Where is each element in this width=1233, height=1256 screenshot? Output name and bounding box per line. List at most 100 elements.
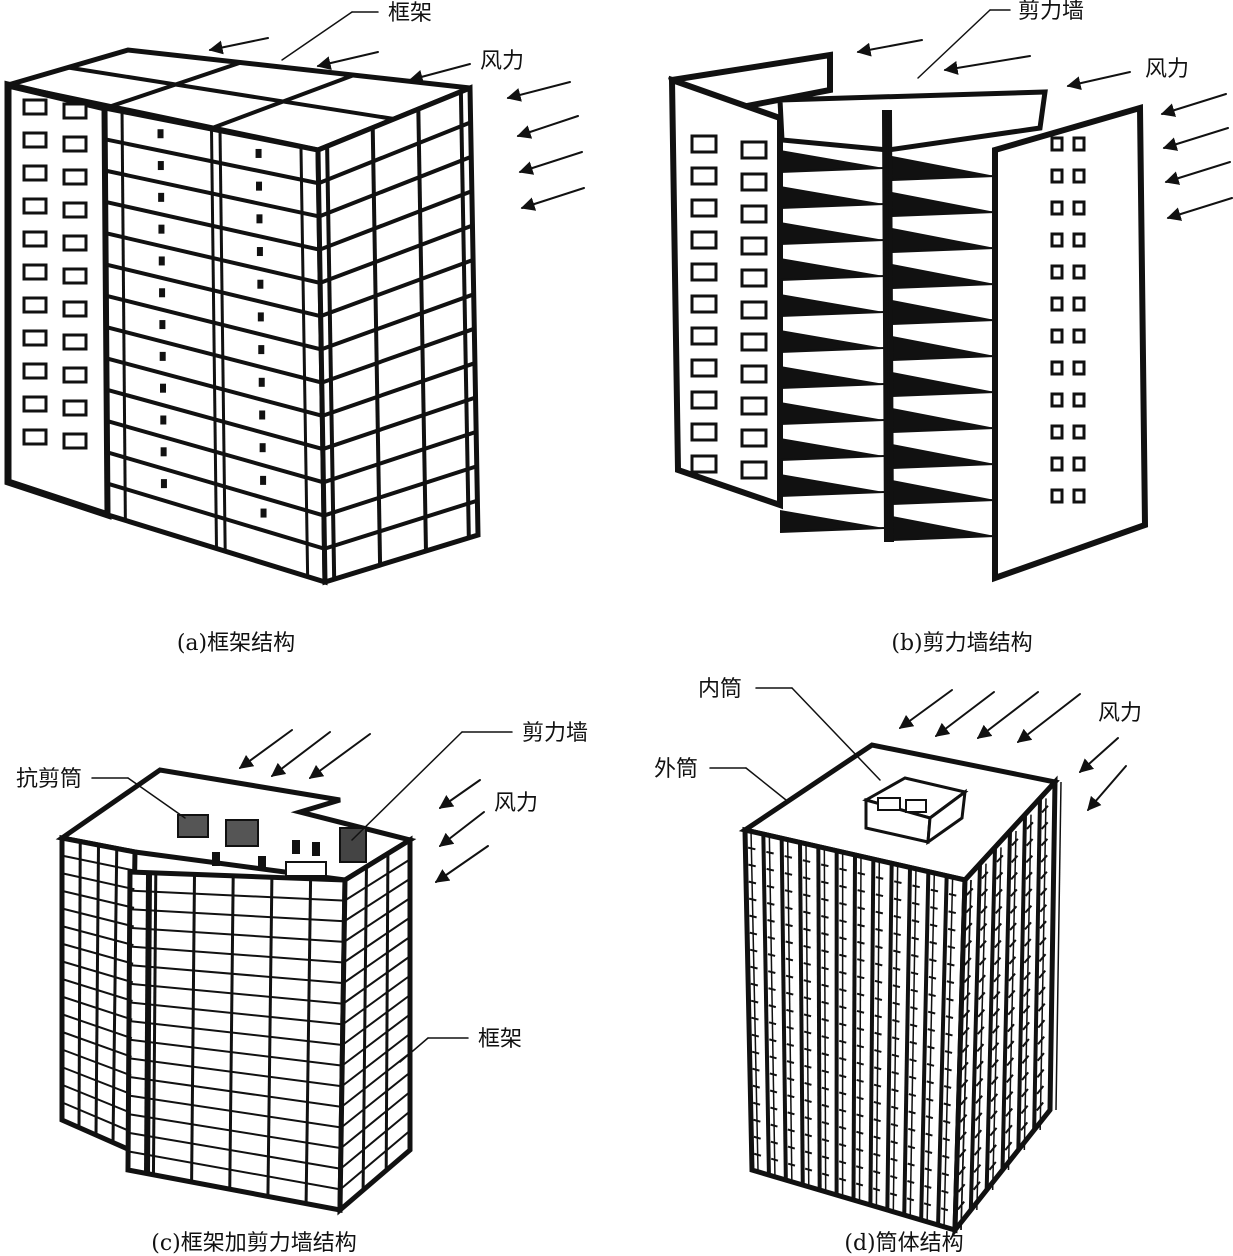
window xyxy=(1072,232,1086,248)
shear-wall-building xyxy=(668,51,1149,583)
panel-c-frame-shear-wall-structure: 剪力墙 抗剪筒 风力 框架 (c)框架加剪力墙结构 xyxy=(16,721,588,1256)
caption-a: (a)框架结构 xyxy=(177,631,295,656)
caption-c: (c)框架加剪力墙结构 xyxy=(151,1231,357,1256)
window xyxy=(690,326,718,346)
window xyxy=(690,358,718,378)
tube-building xyxy=(738,742,1062,1238)
window xyxy=(1072,168,1086,184)
window xyxy=(22,428,48,446)
wind-label: 风力 xyxy=(1145,57,1189,82)
window xyxy=(62,333,88,351)
window xyxy=(62,300,88,318)
window xyxy=(1050,136,1064,152)
caption-d: (d)筒体结构 xyxy=(844,1231,963,1256)
wind-arrows xyxy=(238,729,489,883)
window xyxy=(22,98,48,116)
window xyxy=(740,460,768,480)
window xyxy=(1072,424,1086,440)
window xyxy=(1050,392,1064,408)
window xyxy=(740,332,768,352)
shear-wall-label: 剪力墙 xyxy=(1018,0,1084,24)
window xyxy=(62,135,88,153)
window xyxy=(22,197,48,215)
panel-d-tube-structure: 内筒 外筒 风力 (d)筒体结构 xyxy=(654,677,1142,1256)
window xyxy=(740,428,768,448)
shear-core-box xyxy=(225,819,259,847)
window xyxy=(1050,360,1064,376)
window xyxy=(1050,168,1064,184)
wind-arrows xyxy=(208,37,585,211)
window xyxy=(62,201,88,219)
wind-label: 风力 xyxy=(494,791,538,816)
window xyxy=(1072,488,1086,504)
window xyxy=(22,164,48,182)
window xyxy=(740,396,768,416)
window xyxy=(690,230,718,250)
window xyxy=(740,236,768,256)
wind-arrows xyxy=(898,689,1127,812)
window xyxy=(1050,296,1064,312)
frame-shear-wall-building xyxy=(55,767,417,1216)
window xyxy=(1050,232,1064,248)
window xyxy=(22,395,48,413)
window xyxy=(1050,456,1064,472)
window xyxy=(740,268,768,288)
window xyxy=(62,366,88,384)
window xyxy=(1072,264,1086,280)
window xyxy=(1072,136,1086,152)
window xyxy=(62,102,88,120)
window xyxy=(1072,296,1086,312)
window xyxy=(740,140,768,160)
shear-wall-box xyxy=(339,827,367,863)
window xyxy=(1050,328,1064,344)
window xyxy=(1072,200,1086,216)
window xyxy=(62,399,88,417)
window xyxy=(62,432,88,450)
caption-b: (b)剪力墙结构 xyxy=(891,631,1032,656)
window xyxy=(690,134,718,154)
window xyxy=(1050,200,1064,216)
window xyxy=(690,262,718,282)
window xyxy=(1050,264,1064,280)
inner-tube xyxy=(862,776,969,846)
window xyxy=(22,230,48,248)
frame-label: 框架 xyxy=(388,1,432,26)
window xyxy=(1072,328,1086,344)
window xyxy=(690,198,718,218)
wind-label: 风力 xyxy=(480,49,524,74)
window xyxy=(1072,360,1086,376)
window xyxy=(690,294,718,314)
window xyxy=(1050,424,1064,440)
window xyxy=(22,263,48,281)
window xyxy=(740,364,768,384)
window xyxy=(740,204,768,224)
window xyxy=(62,168,88,186)
window xyxy=(740,300,768,320)
window xyxy=(22,131,48,149)
shear-wall-label: 剪力墙 xyxy=(522,721,588,746)
window xyxy=(1050,488,1064,504)
panel-a-frame-structure: 框架 风力 (a)框架结构 xyxy=(4,1,585,656)
window xyxy=(740,172,768,192)
panel-b-shear-wall-structure: 剪力墙 风力 (b)剪力墙结构 xyxy=(668,0,1233,656)
window xyxy=(690,454,718,474)
outer-tube-label: 外筒 xyxy=(654,757,698,782)
window xyxy=(22,329,48,347)
window xyxy=(690,166,718,186)
shear-core-box xyxy=(177,814,209,838)
window xyxy=(690,422,718,442)
window xyxy=(1072,456,1086,472)
window xyxy=(1072,392,1086,408)
frame-building xyxy=(4,47,481,586)
window xyxy=(22,362,48,380)
shear-core-label: 抗剪筒 xyxy=(16,767,82,792)
wind-arrows xyxy=(856,39,1233,221)
window xyxy=(62,267,88,285)
inner-tube-label: 内筒 xyxy=(698,677,742,702)
window xyxy=(62,234,88,252)
frame-label: 框架 xyxy=(478,1027,522,1052)
window xyxy=(690,390,718,410)
window xyxy=(22,296,48,314)
wind-label: 风力 xyxy=(1098,701,1142,726)
